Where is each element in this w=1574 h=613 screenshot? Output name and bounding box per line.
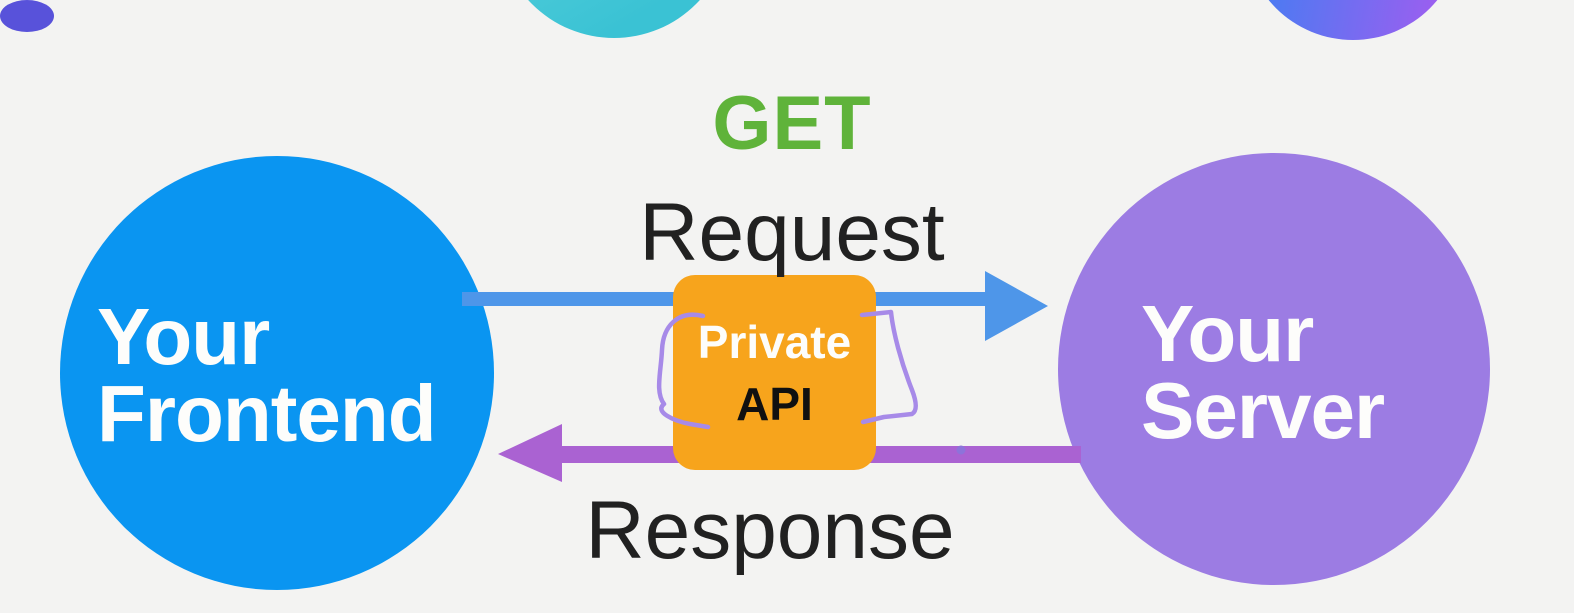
private-api-label-line2: API [736,378,813,430]
method-label: GET [712,81,872,166]
server-label-line1: Your [1141,289,1314,378]
private-api-label-line1: Private [697,316,852,368]
frontend-node-circle: Your Frontend [60,156,494,590]
right-bracket-icon [859,309,918,425]
response-label: Response [585,485,955,576]
left-bracket-icon [656,312,711,430]
server-label-line2: Server [1141,366,1385,455]
frontend-label-line1: Your [97,292,270,381]
server-node-label: Your Server [1141,289,1385,455]
frontend-node-label: Your Frontend [97,292,437,458]
response-arrow-dot [956,445,966,455]
private-api-box: Private API [673,275,876,470]
server-node-circle: Your Server [1058,153,1490,585]
frontend-label-line2: Frontend [97,369,437,458]
request-label: Request [639,187,945,278]
decorative-notch [0,0,54,32]
